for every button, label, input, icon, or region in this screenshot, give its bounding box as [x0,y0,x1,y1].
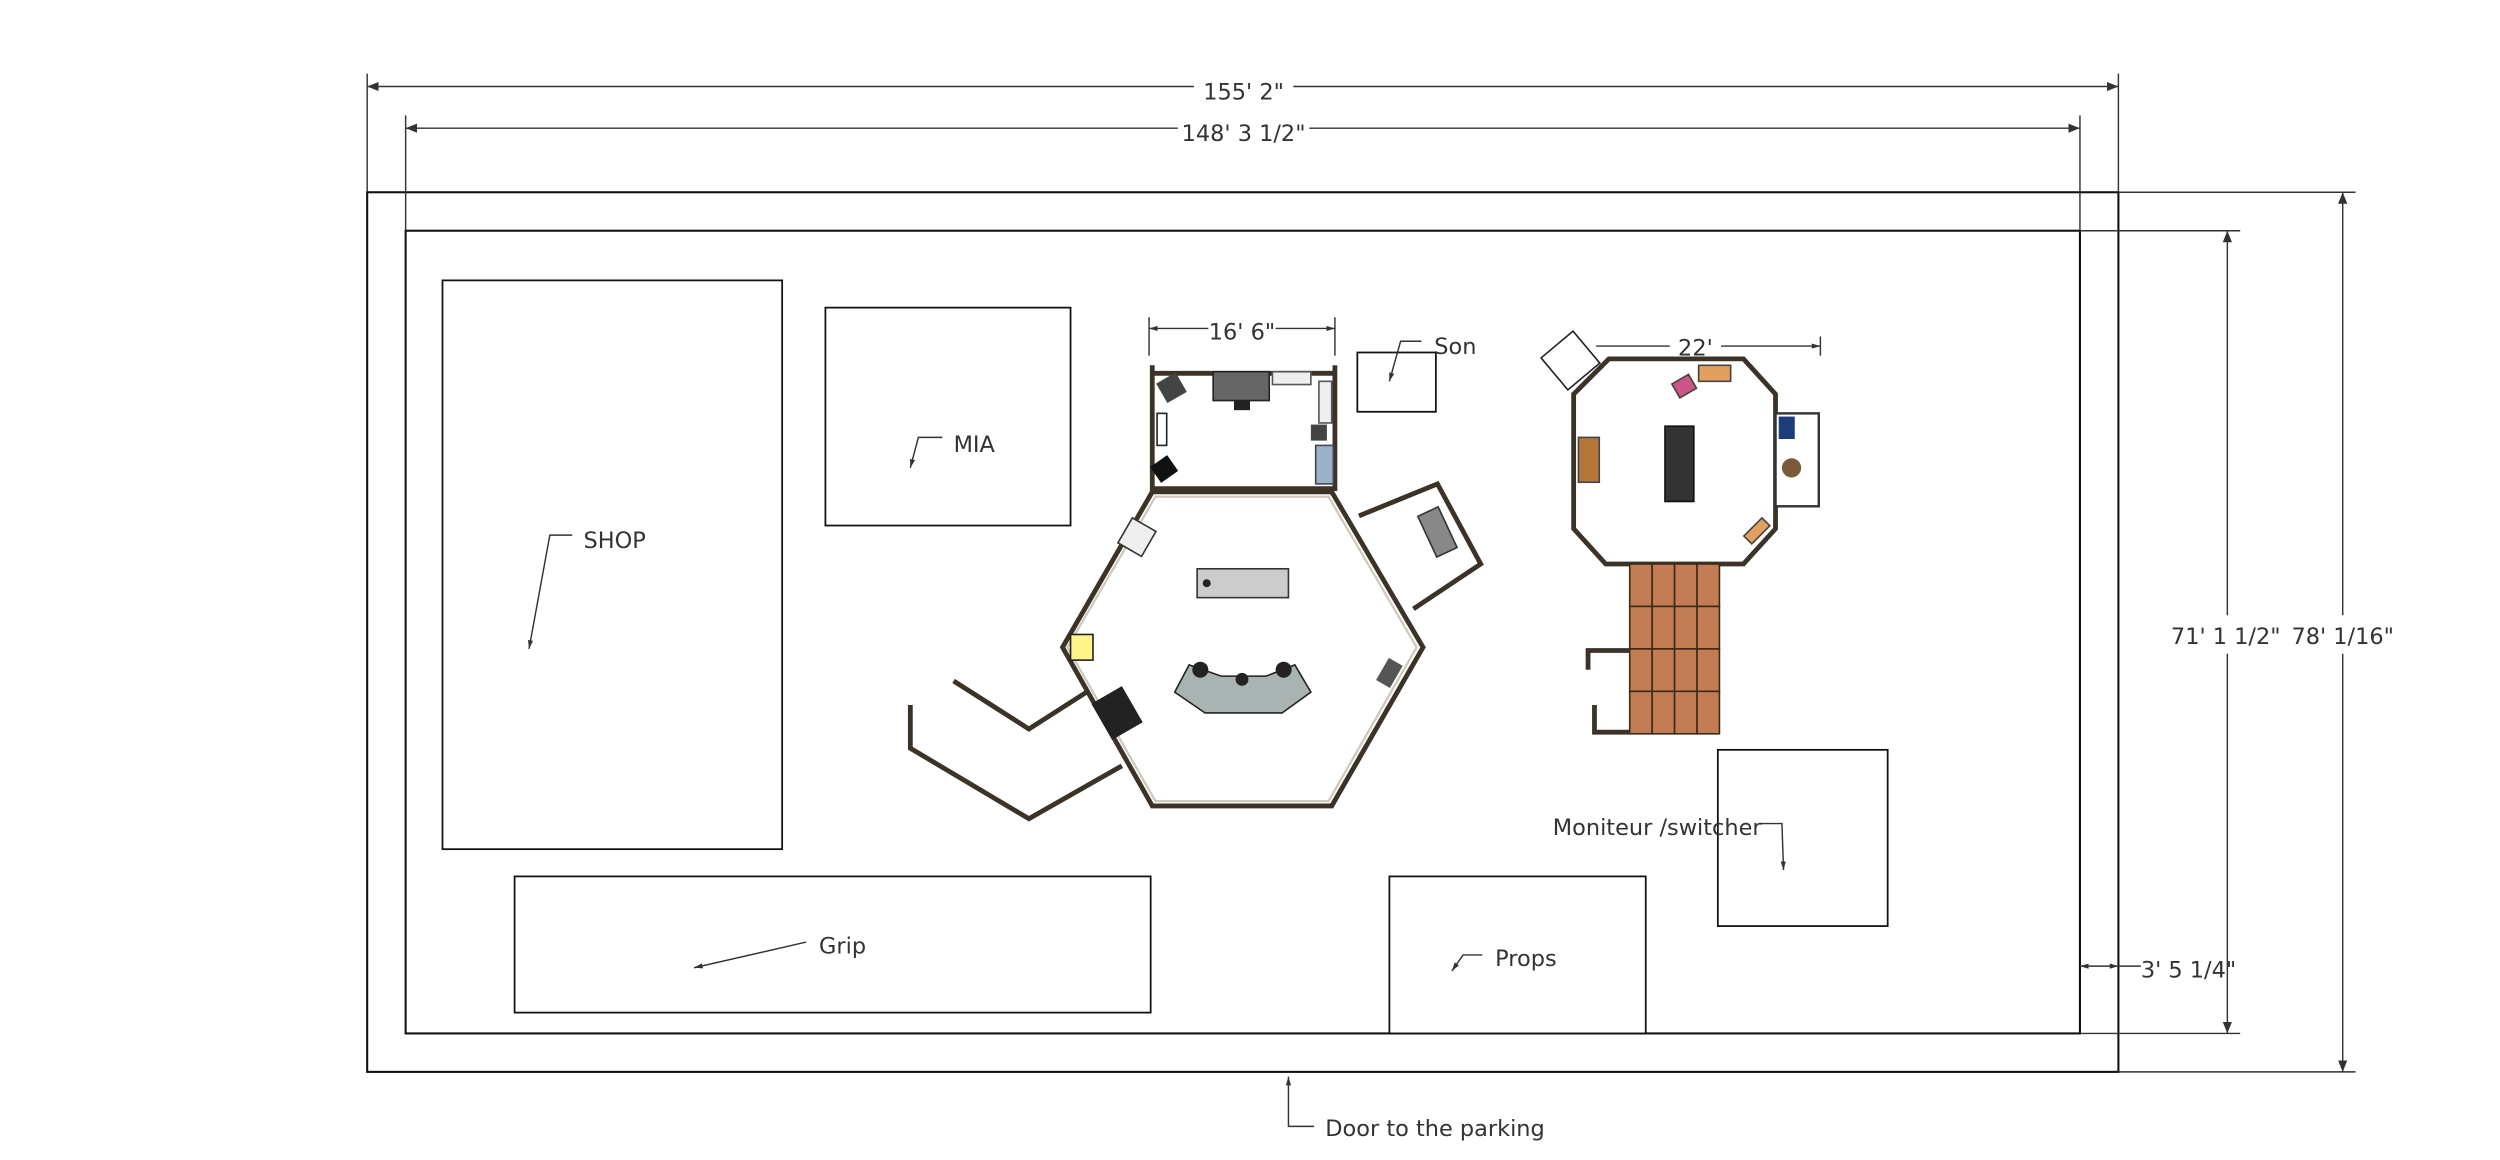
door-to-parking[interactable]: Door to the parking [1285,1076,1545,1142]
zone-monitor-switcher[interactable]: Moniteur /switcher [1553,748,1889,927]
zone-label: Moniteur /switcher [1553,815,1763,841]
door-label: Door to the parking [1325,1116,1544,1142]
zone-props[interactable]: Props [1388,875,1647,1035]
dimension-studio-width: 16' 6" [1148,317,1336,356]
deck-plank [1696,690,1721,735]
deck-plank [1696,563,1721,608]
dimension-label: 155' 2" [1203,79,1284,105]
zone-label: Grip [819,933,866,959]
zone-label: Son [1434,334,1476,360]
outer-boundary [366,191,2120,1073]
deck-plank [1673,690,1698,735]
dimension-outer-height: 78' 1/16" [2118,191,2394,1073]
dimension-label: 16' 6" [1209,320,1275,346]
dimension-inner-height: 71' 1 1/2" [2079,229,2281,1035]
steel-table [1196,567,1290,599]
dimension-label: 71' 1 1/2" [2171,624,2281,650]
zone-grip[interactable]: Grip [513,875,1152,1014]
zone-shop[interactable]: SHOP [441,279,784,851]
dimension-label: 148' 3 1/2" [1182,121,1306,147]
sticky-note [1069,633,1094,661]
dimension-inner-width: 148' 3 1/2" [404,115,2081,231]
octagon-room [1539,330,1820,567]
dimension-label: 78' 1/16" [2291,624,2394,650]
deck-plank [1651,648,1676,693]
deck-plank [1628,648,1653,693]
deck-plank [1651,690,1676,735]
central-table [1664,425,1695,503]
dimension-outer-width: 155' 2" [366,73,2120,193]
hexagon-stage [907,480,1484,822]
equipment-desk [1212,370,1271,402]
zone-label: Props [1495,946,1557,972]
zone-label: MIA [954,432,996,458]
deck-plank [1651,605,1676,650]
deck-plank [1673,605,1698,650]
deck-plank [1696,605,1721,650]
dimension-margin: 3' 5 1/4" [2079,957,2236,983]
zone-son[interactable]: Son [1356,334,1476,413]
zone-mia[interactable]: MIA [824,306,1072,527]
deck-plank [1651,563,1676,608]
deck-plank [1628,563,1653,608]
wood-deck [1628,563,1721,735]
deck-plank [1673,648,1698,693]
deck-plank [1628,690,1653,735]
inner-boundary [404,229,2081,1035]
deck-plank [1673,563,1698,608]
zone-label: SHOP [583,528,645,554]
dimension-label: 3' 5 1/4" [2141,957,2236,983]
deck-plank [1696,648,1721,693]
control-room [1149,365,1338,492]
deck-plank [1628,605,1653,650]
